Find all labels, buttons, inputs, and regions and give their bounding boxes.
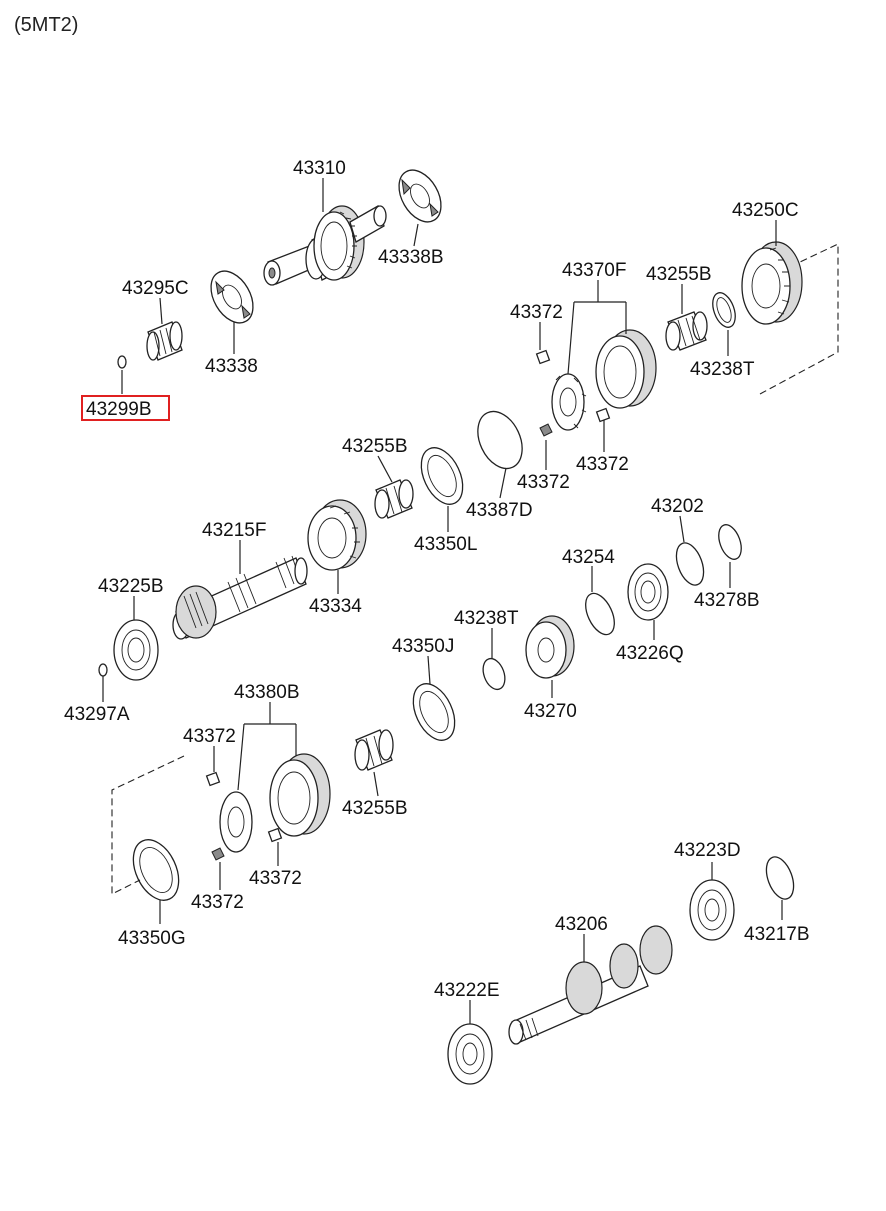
part-label-43372-lower-bottom[interactable]: 43372 [191,892,244,913]
part-label-43299B[interactable]: 43299B [86,399,152,420]
part-label-43310[interactable]: 43310 [293,158,346,179]
part-label-43372-upper-bottom[interactable]: 43372 [517,472,570,493]
needle-bearing-43255B-upper-drawing [665,311,708,351]
snap-ring-43278B-drawing [718,524,742,560]
part-label-43372-lower-right[interactable]: 43372 [249,868,302,889]
part-label-43226Q[interactable]: 43226Q [616,643,684,664]
part-label-43223D[interactable]: 43223D [674,840,741,861]
input-shaft-43215F-drawing [172,555,308,640]
needle-bearing-43295C-drawing [146,321,183,361]
part-label-43350L[interactable]: 43350L [414,534,477,555]
leader-lines [102,178,783,1024]
part-label-43372-upper-right[interactable]: 43372 [576,454,629,475]
part-label-43334[interactable]: 43334 [309,596,362,617]
part-label-43370F[interactable]: 43370F [562,260,626,281]
part-label-43372-lower-top[interactable]: 43372 [183,726,236,747]
output-shaft-gear-43310-drawing [263,205,387,286]
ball-bearing-43222E-drawing [447,1023,493,1085]
part-label-43338B[interactable]: 43338B [378,247,444,268]
part-label-43238T-upper[interactable]: 43238T [690,359,755,380]
snap-ring-43297A-drawing [98,663,108,677]
part-label-43255B-lower[interactable]: 43255B [342,798,408,819]
ring-43202-drawing [675,542,705,586]
needle-bearing-43255B-middle-drawing [374,479,414,519]
highlight-box [81,395,170,421]
part-label-43338[interactable]: 43338 [205,356,258,377]
part-label-43270[interactable]: 43270 [524,701,577,722]
part-label-43372-upper-left[interactable]: 43372 [510,302,563,323]
part-label-43278B[interactable]: 43278B [694,590,760,611]
synchronizer-ring-43350L-drawing [420,447,464,505]
part-label-43350G[interactable]: 43350G [118,928,186,949]
part-label-43217B[interactable]: 43217B [744,924,810,945]
ball-bearing-43226Q-drawing [627,563,669,621]
ring-43254-drawing [585,592,615,636]
part-label-43202[interactable]: 43202 [651,496,704,517]
part-label-43380B[interactable]: 43380B [234,682,300,703]
reference-line-upper [759,243,839,395]
reference-line-lower [111,755,185,895]
gear-43270-drawing [525,615,575,679]
synchronizer-assembly-43370F-drawing [535,329,657,437]
part-label-43238T-lower[interactable]: 43238T [454,608,519,629]
snap-ring-43238T-lower-drawing [482,657,506,691]
part-label-43255B-middle[interactable]: 43255B [342,436,408,457]
synchronizer-assembly-43380B-drawing [205,753,331,861]
part-label-43295C[interactable]: 43295C [122,278,189,299]
part-labels[interactable]: 43310 43338B 43295C 43338 43299B 43250C … [64,158,810,1001]
variant-label: (5MT2) [14,14,79,36]
thrust-washer-43338-drawing [210,270,254,324]
synchronizer-ring-43350G-drawing [132,839,180,901]
snap-ring-43238T-upper-drawing [712,292,736,328]
part-label-43225B[interactable]: 43225B [98,576,164,597]
ring-43387D-drawing [477,410,523,470]
synchronizer-ring-43350J-drawing [412,683,456,741]
part-label-43250C[interactable]: 43250C [732,200,799,221]
ball-bearing-43223D-drawing [689,879,735,941]
counter-shaft-43206-drawing [508,925,673,1045]
part-label-43254[interactable]: 43254 [562,547,615,568]
part-label-43255B-upper[interactable]: 43255B [646,264,712,285]
part-label-43387D[interactable]: 43387D [466,500,533,521]
part-label-43206[interactable]: 43206 [555,914,608,935]
thrust-washer-43338B-drawing [398,169,442,223]
needle-bearing-43255B-lower-drawing [354,729,394,771]
snap-ring-43299B-drawing [117,355,127,369]
part-label-43222E[interactable]: 43222E [434,980,500,1001]
ball-bearing-43225B-drawing [113,619,159,681]
gear-43334-drawing [307,499,367,571]
part-label-43297A[interactable]: 43297A [64,704,130,725]
gear-43250C-drawing [741,241,803,325]
snap-ring-43217B-drawing [765,856,795,900]
part-label-43350J[interactable]: 43350J [392,636,454,657]
part-label-43215F[interactable]: 43215F [202,520,266,541]
